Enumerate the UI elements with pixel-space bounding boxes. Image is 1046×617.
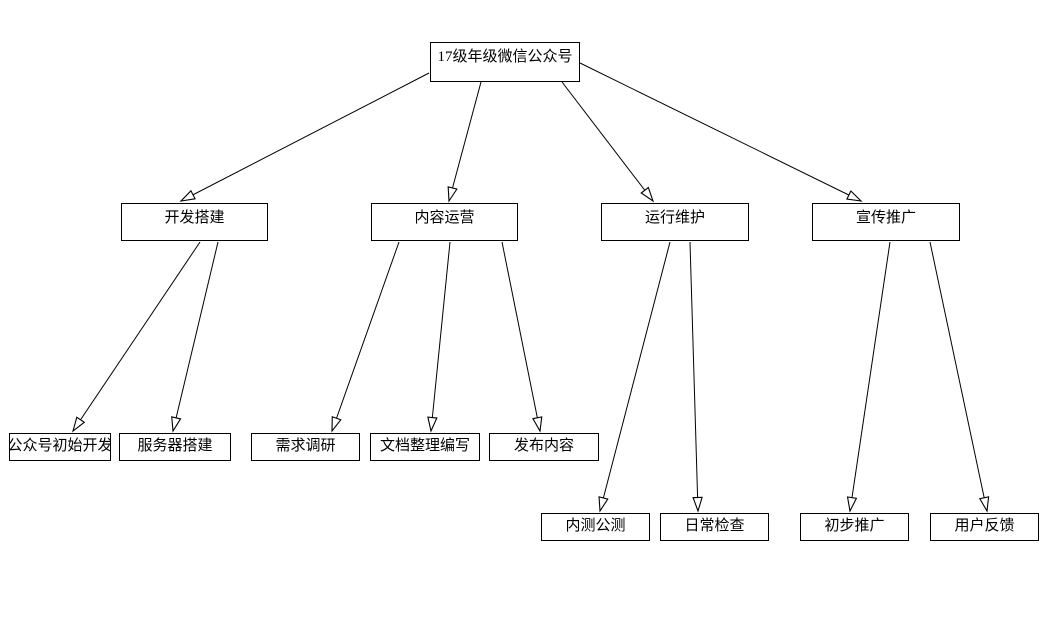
edge-yunxing-weihu-to-richang-jiancha [689, 241, 703, 513]
node-gzh-chushi-kaifa: 公众号初始开发 [9, 433, 111, 461]
edge-root-to-kaifa-dajian [179, 72, 430, 202]
node-xuqiu-diaoyan: 需求调研 [251, 433, 360, 461]
edge-root-to-xuanchuan-tuiguang [579, 62, 863, 202]
node-kaifa-dajian: 开发搭建 [121, 203, 268, 241]
edge-root-to-yunxing-weihu [561, 81, 655, 203]
node-chubu-tuiguang: 初步推广 [800, 513, 909, 541]
edge-neirong-yunying-to-fabu-neirong [501, 241, 543, 433]
edge-neirong-yunying-to-xuqiu-diaoyan [331, 241, 400, 433]
node-neirong-yunying: 内容运营 [371, 203, 518, 241]
node-fuwuqi-dajian: 服务器搭建 [119, 433, 231, 461]
edge-kaifa-dajian-to-fuwuqi-dajian [171, 241, 219, 433]
edge-xuanchuan-tuiguang-to-chubu-tuiguang [846, 241, 891, 513]
node-wendang-bianxie: 文档整理编写 [370, 433, 480, 461]
edge-yunxing-weihu-to-neice-gongce [598, 241, 671, 513]
node-xuanchuan-tuiguang: 宣传推广 [812, 203, 960, 241]
edge-xuanchuan-tuiguang-to-yonghu-fankui [929, 241, 990, 513]
node-fabu-neirong: 发布内容 [489, 433, 599, 461]
node-root: 17级年级微信公众号 [430, 42, 580, 82]
node-yonghu-fankui: 用户反馈 [930, 513, 1039, 541]
edge-neirong-yunying-to-wendang-bianxie [427, 241, 451, 433]
node-yunxing-weihu: 运行维护 [601, 203, 749, 241]
edge-kaifa-dajian-to-gzh-chushi-kaifa [72, 241, 201, 433]
node-richang-jiancha: 日常检查 [660, 513, 769, 541]
edge-root-to-neirong-yunying [447, 81, 482, 203]
node-neice-gongce: 内测公测 [541, 513, 650, 541]
